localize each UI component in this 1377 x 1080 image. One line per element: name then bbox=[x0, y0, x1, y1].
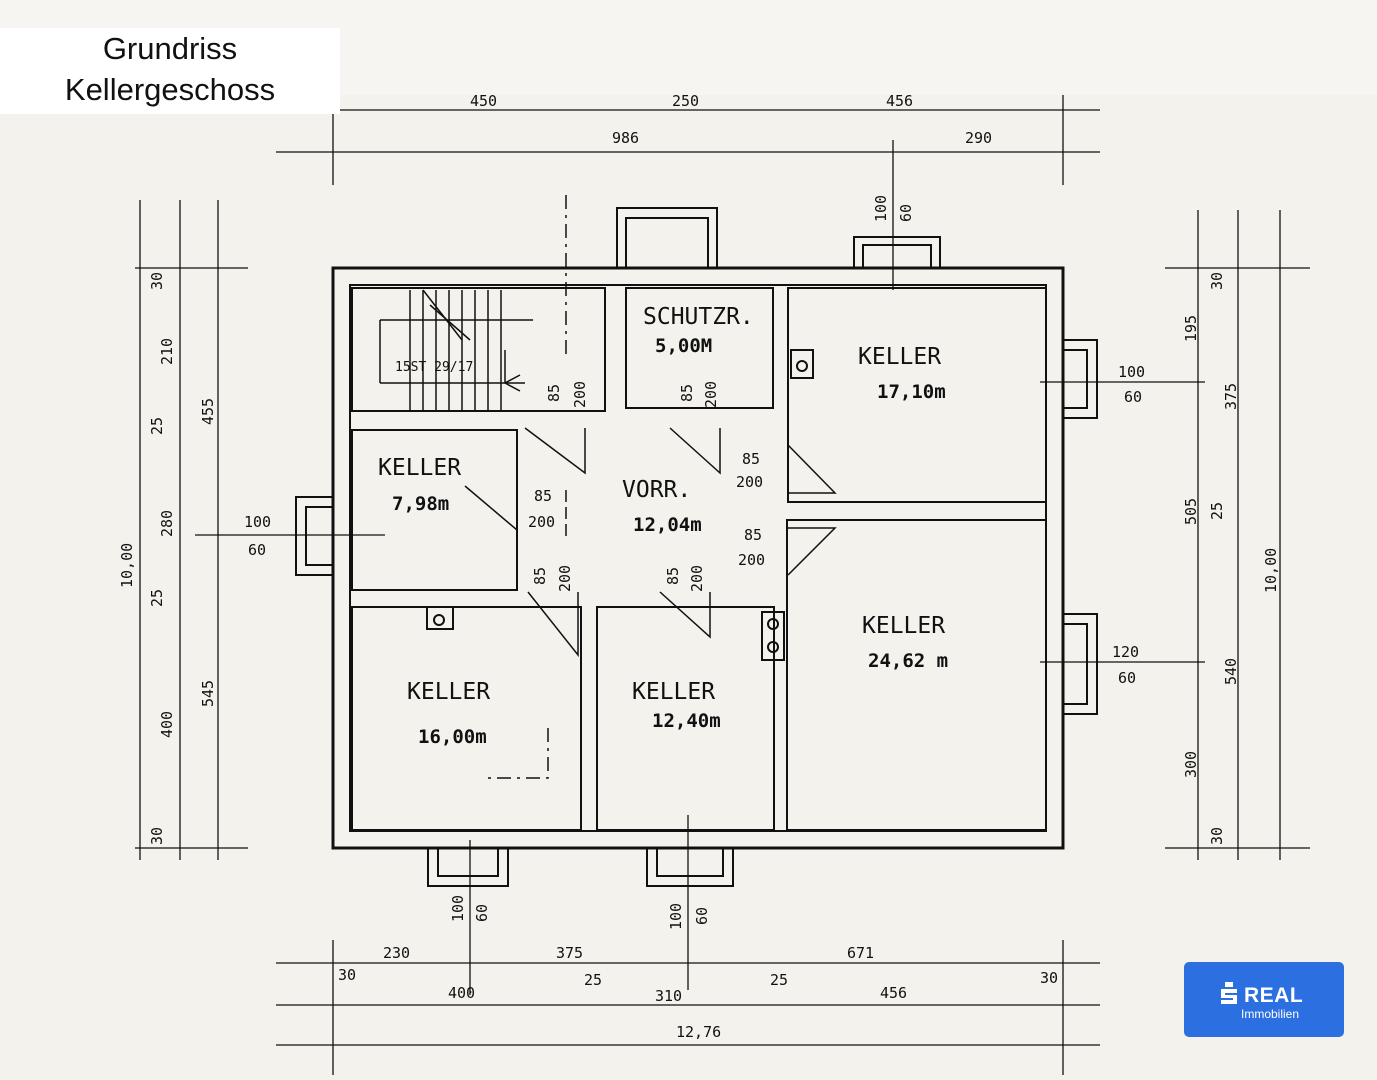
dim-left-30a: 30 bbox=[148, 272, 166, 290]
window-top-height: 60 bbox=[897, 204, 915, 222]
door7-height: 200 bbox=[688, 565, 706, 592]
sparkasse-s-icon bbox=[1221, 982, 1237, 1004]
window-dimensions: 100 60 100 60 100 60 120 60 100 60 100 6… bbox=[244, 195, 1145, 930]
plan-title-line1: Grundriss bbox=[102, 31, 238, 66]
logo-subtitle: Immobilien bbox=[1241, 1007, 1300, 1021]
door6-height: 200 bbox=[556, 565, 574, 592]
door3-width: 85 bbox=[742, 450, 760, 468]
dim-right-25: 25 bbox=[1208, 502, 1226, 520]
schutzraum-area: 5,00M bbox=[655, 335, 712, 357]
schutzraum-label: SCHUTZR. bbox=[643, 304, 754, 330]
door2-height: 200 bbox=[702, 381, 720, 408]
dim-left-210: 210 bbox=[158, 338, 176, 365]
door1-height: 200 bbox=[571, 381, 589, 408]
room-labels: 15ST 29/17 SCHUTZR. 5,00M KELLER 17,10m … bbox=[378, 304, 948, 748]
window-west-width: 100 bbox=[244, 513, 271, 531]
left-dimensions: 30 210 25 280 25 400 30 455 545 10,00 bbox=[118, 272, 217, 845]
keller-se-label: KELLER bbox=[862, 613, 945, 639]
logo-brand: REAL bbox=[1244, 984, 1304, 1007]
door3-height: 200 bbox=[736, 473, 763, 491]
sreal-logo: REAL Immobilien bbox=[1184, 962, 1344, 1037]
dim-bottom-25b: 25 bbox=[770, 971, 788, 989]
door-dimensions: 85 200 85 200 85 200 85 200 85 200 85 20… bbox=[528, 381, 765, 592]
dim-right-195: 195 bbox=[1182, 315, 1200, 342]
dim-right-300: 300 bbox=[1182, 751, 1200, 778]
dim-bottom-total: 12,76 bbox=[676, 1023, 721, 1041]
staircase bbox=[379, 195, 567, 410]
dim-right-375: 375 bbox=[1222, 383, 1240, 410]
window-south-left-width: 100 bbox=[449, 895, 467, 922]
keller-se-area: 24,62 m bbox=[868, 650, 948, 672]
dim-bottom-310: 310 bbox=[655, 987, 682, 1005]
plan-title-line2: Kellergeschoss bbox=[64, 72, 276, 107]
keller-s-label: KELLER bbox=[632, 679, 715, 705]
dim-left-30b: 30 bbox=[148, 827, 166, 845]
bottom-dimensions: 230 375 671 30 400 25 310 25 456 30 12,7… bbox=[338, 944, 1058, 1041]
dim-top-456: 456 bbox=[886, 92, 913, 110]
vorraum-area: 12,04m bbox=[633, 514, 702, 536]
keller-ne-label: KELLER bbox=[858, 344, 941, 370]
dim-bottom-400: 400 bbox=[448, 984, 475, 1002]
dim-left-545: 545 bbox=[199, 680, 217, 707]
dim-left-280: 280 bbox=[158, 510, 176, 537]
dim-right-30b: 30 bbox=[1208, 827, 1226, 845]
window-east-upper-height: 60 bbox=[1124, 388, 1142, 406]
dim-bottom-375: 375 bbox=[556, 944, 583, 962]
door4-width: 85 bbox=[534, 487, 552, 505]
window-east-lower-height: 60 bbox=[1118, 669, 1136, 687]
dim-bottom-25a: 25 bbox=[584, 971, 602, 989]
door5-height: 200 bbox=[738, 551, 765, 569]
window-top-width: 100 bbox=[872, 195, 890, 222]
keller-w-label: KELLER bbox=[378, 455, 461, 481]
window-west-height: 60 bbox=[248, 541, 266, 559]
door6-width: 85 bbox=[531, 567, 549, 585]
chimneys bbox=[426, 349, 814, 661]
dim-left-25b: 25 bbox=[148, 589, 166, 607]
dim-bottom-30a: 30 bbox=[338, 966, 356, 984]
door7-width: 85 bbox=[664, 567, 682, 585]
keller-sw-label: KELLER bbox=[407, 679, 490, 705]
keller-ne-area: 17,10m bbox=[877, 381, 946, 403]
dim-left-400: 400 bbox=[158, 711, 176, 738]
dim-right-540: 540 bbox=[1222, 658, 1240, 685]
door2-width: 85 bbox=[678, 384, 696, 402]
dim-top-290: 290 bbox=[965, 129, 992, 147]
dim-bottom-30b: 30 bbox=[1040, 969, 1058, 987]
door4-height: 200 bbox=[528, 513, 555, 531]
dim-top-986: 986 bbox=[612, 129, 639, 147]
plan-title: Grundriss Kellergeschoss bbox=[0, 28, 340, 114]
dim-right-30a: 30 bbox=[1208, 272, 1226, 290]
keller-s-area: 12,40m bbox=[652, 710, 721, 732]
keller-sw-area: 16,00m bbox=[418, 726, 487, 748]
window-south-mid-height: 60 bbox=[693, 907, 711, 925]
dimension-lines bbox=[135, 95, 1310, 1075]
window-east-upper-width: 100 bbox=[1118, 363, 1145, 381]
dim-bottom-230: 230 bbox=[383, 944, 410, 962]
dim-left-total: 10,00 bbox=[118, 543, 136, 588]
window-east-lower-width: 120 bbox=[1112, 643, 1139, 661]
dim-right-total: 10,00 bbox=[1262, 548, 1280, 593]
door-swings bbox=[464, 427, 837, 779]
door5-width: 85 bbox=[744, 526, 762, 544]
door1-width: 85 bbox=[545, 384, 563, 402]
right-dimensions: 30 195 25 300 30 375 505 540 10,00 bbox=[1182, 272, 1280, 845]
top-dimensions: 450 250 456 986 290 bbox=[470, 92, 992, 147]
dim-left-455: 455 bbox=[199, 398, 217, 425]
vorraum-label: VORR. bbox=[622, 477, 691, 503]
dim-left-25a: 25 bbox=[148, 417, 166, 435]
stair-label: 15ST 29/17 bbox=[395, 360, 473, 375]
dim-bottom-671: 671 bbox=[847, 944, 874, 962]
keller-w-area: 7,98m bbox=[392, 493, 449, 515]
dim-right-505: 505 bbox=[1182, 498, 1200, 525]
window-south-left-height: 60 bbox=[473, 904, 491, 922]
dim-top-250: 250 bbox=[672, 92, 699, 110]
dim-bottom-456: 456 bbox=[880, 984, 907, 1002]
window-south-mid-width: 100 bbox=[667, 903, 685, 930]
dim-top-450: 450 bbox=[470, 92, 497, 110]
